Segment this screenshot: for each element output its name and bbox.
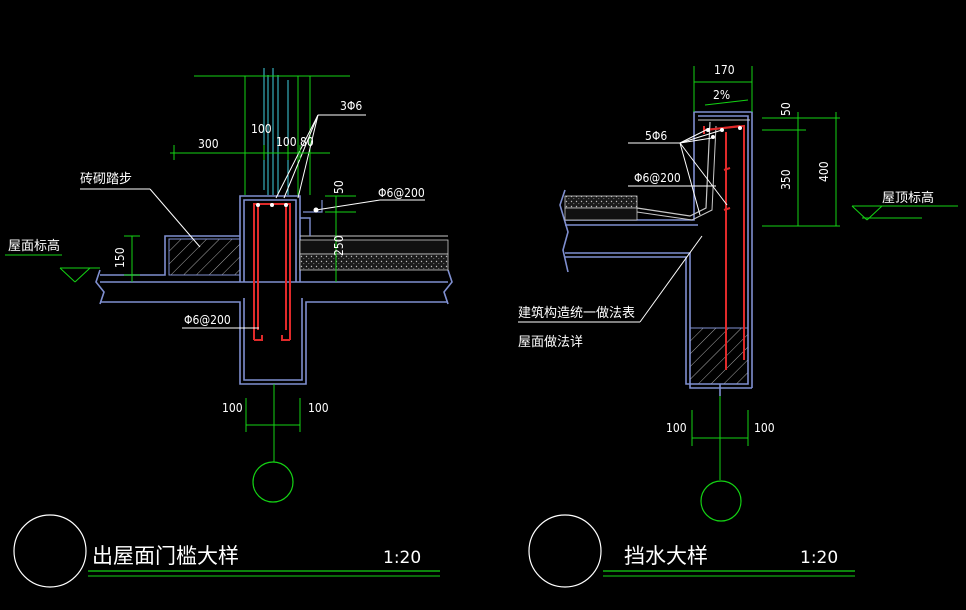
brick-step-hatch [168,238,241,276]
slab-outline [95,195,453,385]
rebar-r-label-mid: Φ6@200 [634,171,681,185]
left-detail-title: 出屋面门槛大样 [92,544,239,568]
threshold-rebar [253,203,291,341]
rebar-label-low: Φ6@200 [184,313,231,327]
dim-100a: 100 [251,122,272,136]
upstand-roof-layers [564,119,750,221]
dim-150: 150 [113,247,127,268]
left-axis-bubble [252,461,294,503]
rebar-r-label-top: 5Φ6 [645,129,667,143]
left-dimension-lines [5,145,356,462]
dim-r-bottom-left: 100 [666,421,687,435]
upstand-hatch [689,327,749,385]
right-detail-scale: 1:20 [800,548,838,568]
right-dimension-lines [691,66,958,480]
dim-80: 80 [300,135,314,149]
dim-300: 300 [198,137,219,151]
threshold-detail: 300 100 100 80 50 150 250 100 100 3Φ6 Φ6… [5,68,453,588]
dim-r-bottom-right: 100 [754,421,775,435]
dim-100b: 100 [276,135,297,149]
rebar-label-mid: Φ6@200 [378,186,425,200]
note-ref-line1: 建筑构造统一做法表 [518,305,635,321]
dim-slope: 2% [713,88,730,102]
upstand-rebar [703,124,745,370]
right-title-bubble [528,514,602,588]
right-detail-title: 挡水大样 [624,544,708,568]
dim-170: 170 [714,63,735,77]
rebar-dots [256,203,319,213]
right-leaders [518,127,728,323]
dim-50: 50 [332,180,346,194]
roof-layers [299,200,449,271]
left-title-bubble [13,514,87,588]
door-frame-extents [194,75,350,195]
dim-bottom-right: 100 [308,401,329,415]
rebar-label-top: 3Φ6 [340,99,362,113]
note-ref-line2: 屋面做法详 [518,335,583,350]
left-detail-scale: 1:20 [383,548,421,568]
dim-400: 400 [817,161,831,182]
dim-350: 350 [779,169,793,190]
right-axis-bubble [700,480,742,522]
dim-bottom-left: 100 [222,401,243,415]
door-frame-lines [263,68,289,195]
dim-r50: 50 [779,102,793,116]
dim-250: 250 [332,235,346,256]
note-roof-level: 屋面标高 [8,238,60,254]
upstand-detail: 170 2% 50 350 400 100 100 5Φ6 Φ6@200 屋顶标… [518,63,958,588]
note-roof-top-level: 屋顶标高 [882,190,934,206]
note-brick-step: 砖砌踏步 [80,172,132,187]
left-leaders [80,114,425,329]
